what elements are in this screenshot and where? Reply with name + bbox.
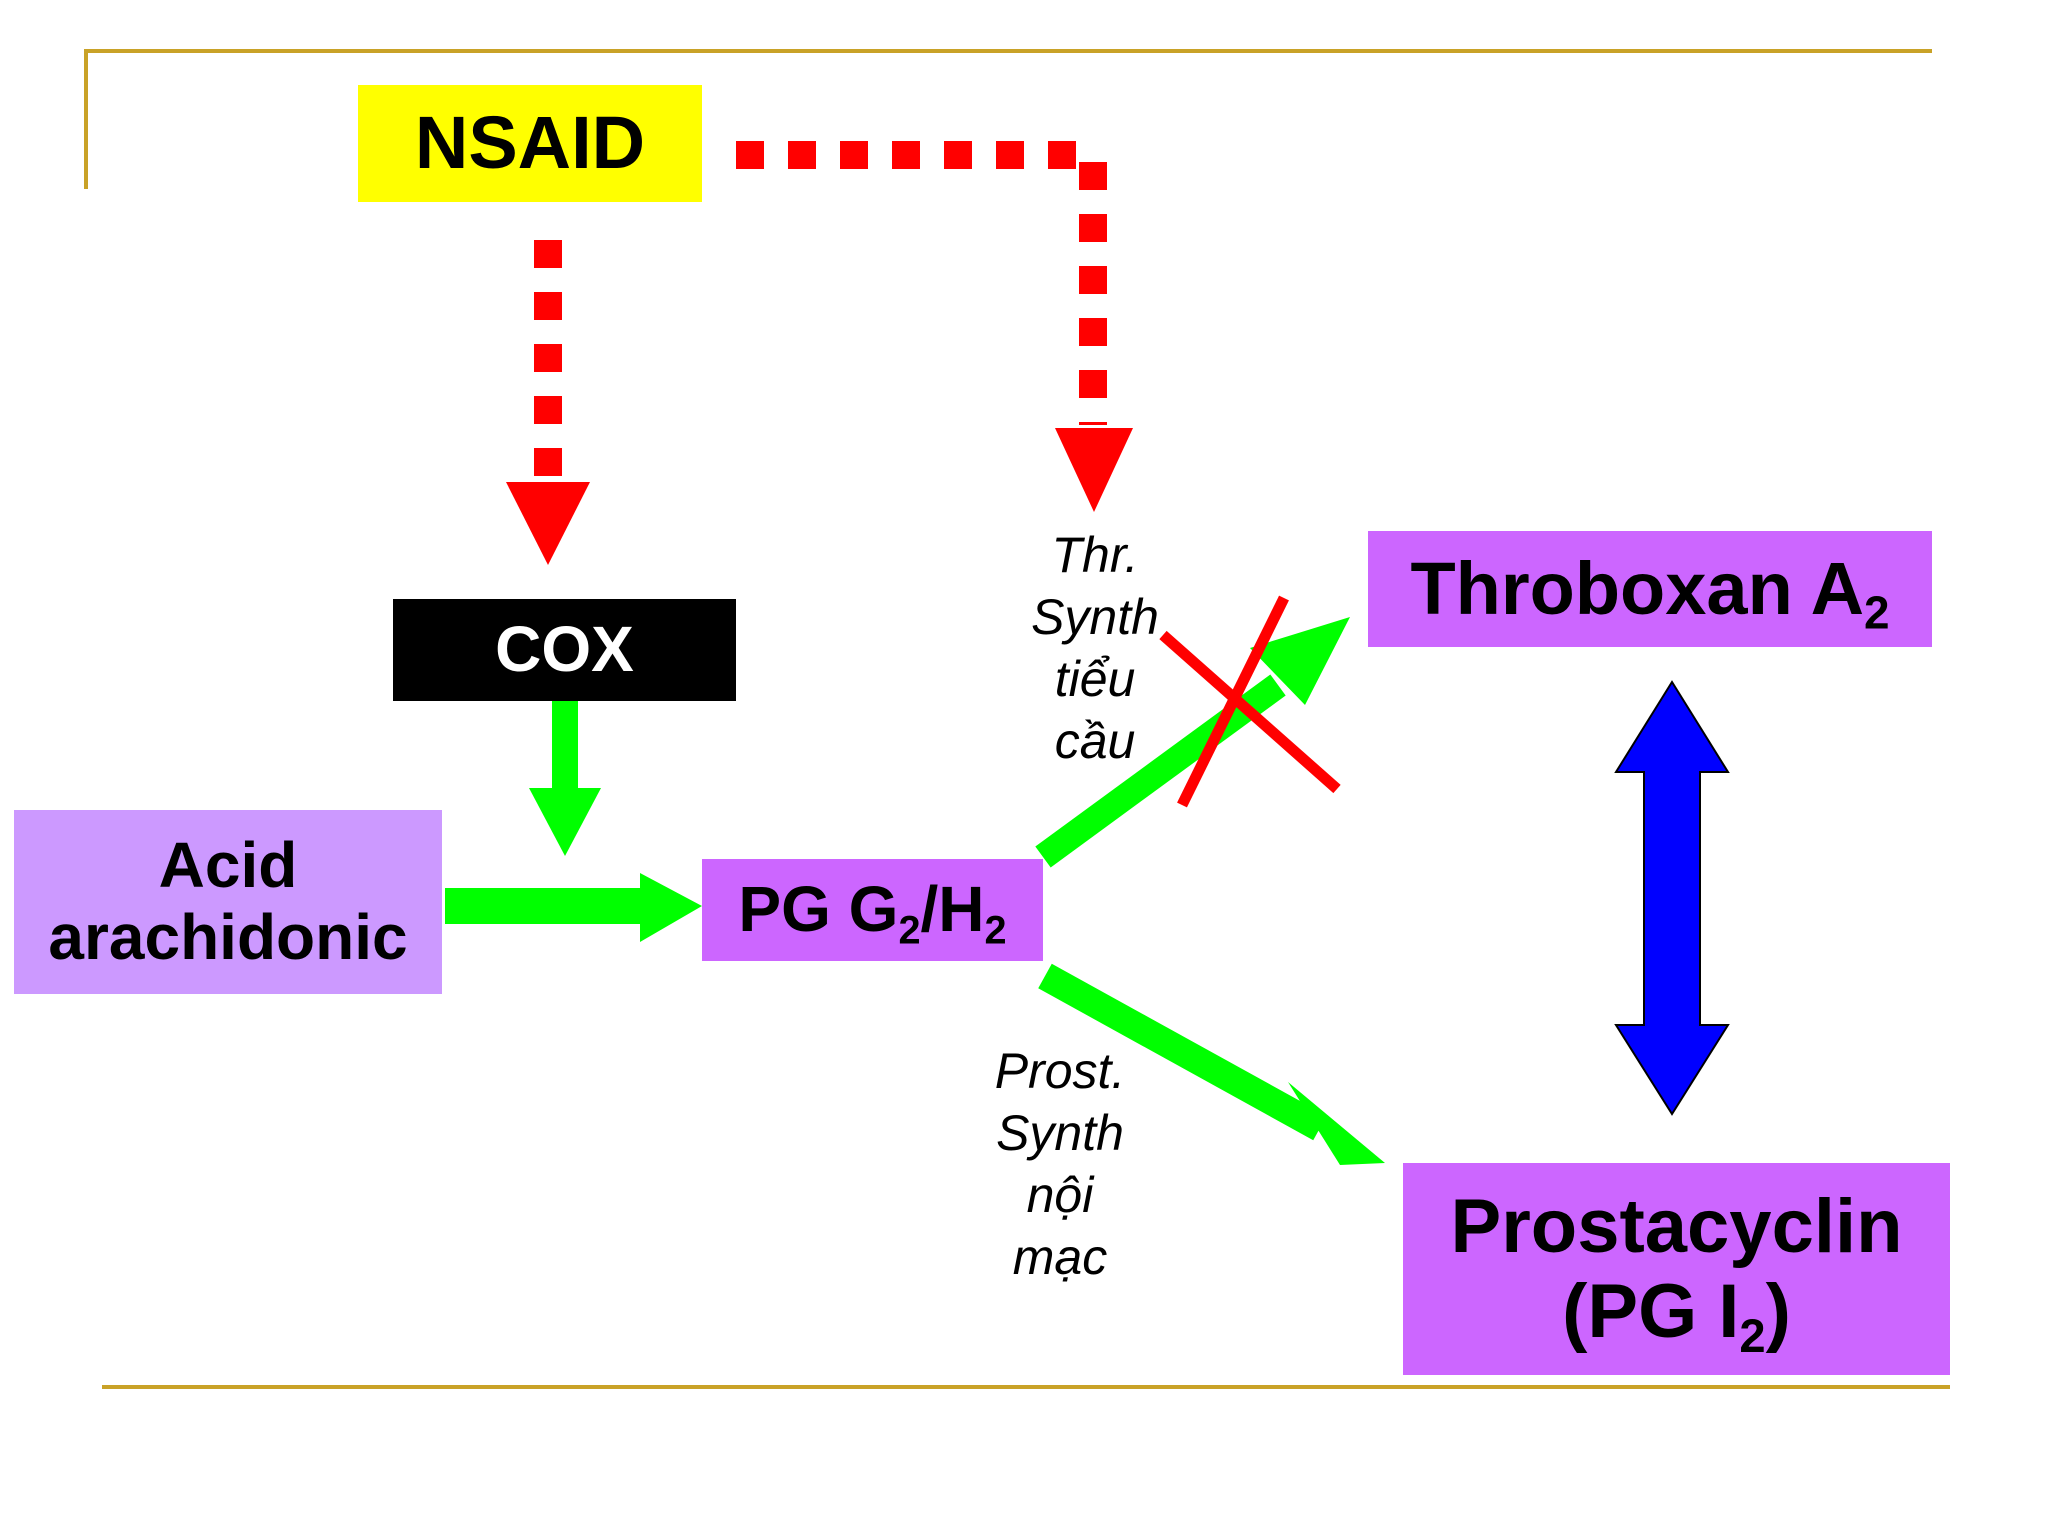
thr-note-line-4: cầu [1054, 713, 1136, 769]
pg-label-slash: /H [920, 873, 985, 946]
pg-to-thromboxane-arrowhead [1250, 617, 1350, 705]
prostacyclin-label-suffix: ) [1765, 1269, 1791, 1354]
prost-synth-note: Prost. Synth nội mạc [980, 1040, 1140, 1288]
acid-arachidonic-box: Acid arachidonic [14, 810, 442, 994]
cox-to-reaction-arrowhead [529, 788, 601, 856]
prost-note-line-3: nội [1026, 1167, 1094, 1223]
nsaid-to-cox-arrowhead [506, 482, 590, 565]
pg-label-main: PG G [738, 873, 899, 946]
pg-to-prostacyclin-arrow-shaft [1038, 963, 1327, 1141]
pg-label: PG G2/H2 [738, 873, 1006, 950]
pg-to-thromboxane-arrow-shaft [1035, 674, 1286, 868]
prostacyclin-label-sub: 2 [1739, 1309, 1766, 1363]
thr-synth-note: Thr. Synth tiểu cầu [1015, 524, 1175, 772]
thromboxane-label-sub: 2 [1864, 586, 1890, 639]
bottom-frame-line [102, 1385, 1950, 1389]
block-mark-line-1 [1159, 630, 1341, 794]
prost-note-line-1: Prost. [994, 1043, 1126, 1099]
prost-note-line-2: Synth [996, 1105, 1124, 1161]
pg-g2-h2-box: PG G2/H2 [702, 859, 1043, 961]
thromboxane-box: Throboxan A2 [1368, 531, 1932, 647]
prostacyclin-label-prefix: (PG I [1562, 1269, 1740, 1354]
cox-label: COX [495, 613, 634, 686]
acid-label-line2: arachidonic [48, 901, 408, 973]
block-mark-line-2 [1177, 595, 1289, 808]
pg-label-sub2: 2 [984, 908, 1007, 953]
prostacyclin-box: Prostacyclin (PG I2) [1403, 1163, 1950, 1375]
cox-box: COX [393, 599, 736, 701]
prostacyclin-label-line1: Prostacyclin [1450, 1183, 1903, 1269]
thr-note-line-3: tiểu [1054, 651, 1136, 707]
acid-to-pg-arrowhead [640, 873, 702, 942]
nsaid-box: NSAID [358, 85, 702, 202]
acid-label-line1: Acid [158, 829, 298, 902]
thr-note-line-1: Thr. [1051, 527, 1139, 583]
left-frame-line [84, 49, 88, 189]
top-frame-line [84, 49, 1932, 53]
prostacyclin-label-line2: (PG I2) [1562, 1269, 1791, 1359]
thromboxane-label: Throboxan A2 [1410, 546, 1889, 636]
balance-double-arrow [1614, 680, 1730, 1116]
pg-to-prostacyclin-arrowhead [1288, 1082, 1385, 1165]
nsaid-to-thr-synth-dashed-line [736, 141, 1107, 425]
thr-note-line-2: Synth [1031, 589, 1159, 645]
thromboxane-label-main: Throboxan A [1410, 546, 1865, 630]
nsaid-to-thr-synth-arrowhead [1055, 428, 1133, 512]
pg-label-sub1: 2 [898, 908, 921, 953]
nsaid-label: NSAID [414, 101, 646, 185]
prost-note-line-4: mạc [1012, 1229, 1108, 1285]
